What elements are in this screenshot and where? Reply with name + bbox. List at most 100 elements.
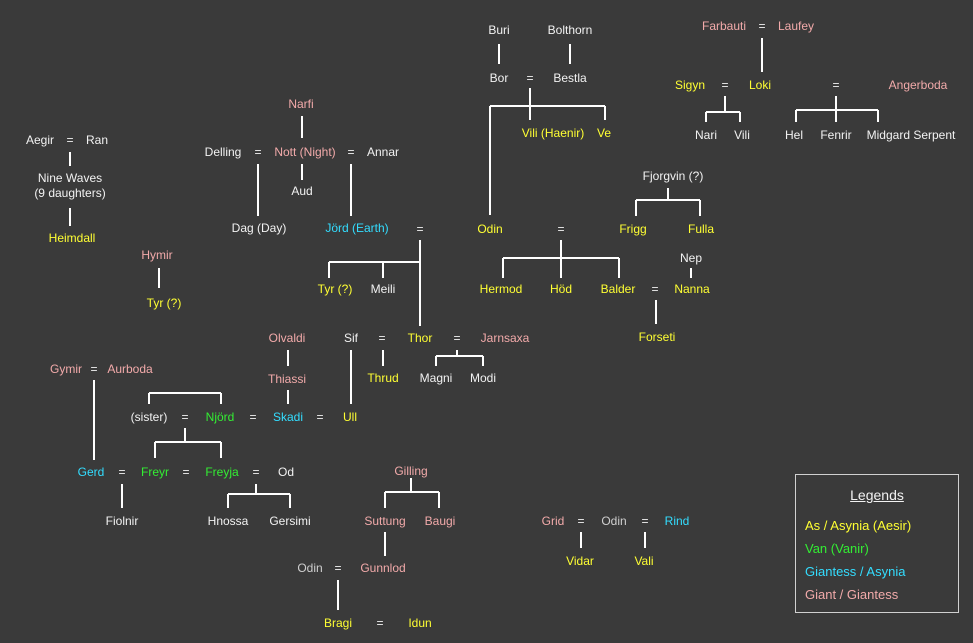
node-nep: Nep — [679, 251, 703, 265]
node-aud: Aud — [291, 184, 313, 198]
node-olvaldi: Olvaldi — [268, 331, 306, 345]
equals-sign: = — [249, 410, 257, 424]
node-odin-gunnlod: Odin — [297, 561, 323, 575]
node-jord: Jörd (Earth) — [325, 221, 389, 235]
node-farbauti: Farbauti — [701, 19, 747, 33]
node-njord: Njörd — [205, 410, 235, 424]
node-thor: Thor — [407, 331, 433, 345]
node-aegir: Aegir — [25, 133, 55, 147]
node-tyr-hymir: Tyr (?) — [146, 296, 182, 310]
node-loki: Loki — [748, 78, 772, 92]
node-thiassi: Thiassi — [267, 372, 307, 386]
node-jarnsaxa: Jarnsaxa — [480, 331, 530, 345]
equals-sign: = — [577, 514, 585, 528]
node-tyr-jord: Tyr (?) — [317, 282, 353, 296]
node-nine-daughters: (9 daughters) — [34, 186, 106, 200]
node-baugi: Baugi — [424, 514, 456, 528]
node-idun: Idun — [408, 616, 432, 630]
node-buri: Buri — [488, 23, 510, 37]
node-gersimi: Gersimi — [269, 514, 311, 528]
node-forseti: Forseti — [638, 330, 676, 344]
legend-title: Legends — [850, 487, 904, 503]
node-fulla: Fulla — [687, 222, 715, 236]
node-annar: Annar — [366, 145, 400, 159]
node-dag: Dag (Day) — [231, 221, 287, 235]
node-rind: Rind — [664, 514, 690, 528]
node-vili: Vili — [734, 128, 750, 142]
equals-sign: = — [376, 616, 384, 630]
node-gilling: Gilling — [394, 464, 428, 478]
node-laufey: Laufey — [777, 19, 815, 33]
node-balder: Balder — [600, 282, 636, 296]
node-nanna: Nanna — [674, 282, 710, 296]
equals-sign: = — [416, 222, 424, 236]
node-ve: Ve — [596, 126, 612, 140]
node-sister: (sister) — [130, 410, 168, 424]
node-vidar: Vidar — [566, 554, 594, 568]
node-fjorgvin: Fjorgvin (?) — [642, 169, 704, 183]
equals-sign: = — [347, 145, 355, 159]
equals-sign: = — [254, 145, 262, 159]
node-gerd: Gerd — [77, 465, 105, 479]
equals-sign: = — [252, 465, 260, 479]
node-frigg: Frigg — [619, 222, 647, 236]
node-gymir: Gymir — [50, 362, 82, 376]
equals-sign: = — [90, 362, 98, 376]
node-midgard-serpent: Midgard Serpent — [866, 128, 956, 142]
node-thrud: Thrud — [367, 371, 399, 385]
equals-sign: = — [641, 514, 649, 528]
node-odin-grid: Odin — [601, 514, 627, 528]
legend-item-vanir: Van (Vanir) — [805, 541, 869, 556]
equals-sign: = — [651, 282, 659, 296]
equals-sign: = — [334, 561, 342, 575]
legend-item-giant: Giant / Giantess — [805, 587, 899, 602]
node-bor: Bor — [489, 71, 509, 85]
node-nott: Nott (Night) — [274, 145, 336, 159]
equals-sign: = — [182, 465, 190, 479]
node-nari: Nari — [694, 128, 718, 142]
node-odin: Odin — [477, 222, 503, 236]
node-delling: Delling — [204, 145, 242, 159]
equals-sign: = — [118, 465, 126, 479]
node-hel: Hel — [784, 128, 804, 142]
node-hnossa: Hnossa — [207, 514, 249, 528]
node-ull: Ull — [343, 410, 357, 424]
equals-sign: = — [758, 19, 766, 33]
equals-sign: = — [557, 222, 565, 236]
equals-sign: = — [378, 331, 386, 345]
legend-item-aesir: As / Asynia (Aesir) — [805, 518, 912, 533]
node-sigyn: Sigyn — [674, 78, 706, 92]
node-ran: Ran — [85, 133, 109, 147]
node-freyja: Freyja — [205, 465, 239, 479]
node-suttung: Suttung — [364, 514, 406, 528]
node-heimdall: Heimdall — [48, 231, 96, 245]
equals-sign: = — [526, 71, 534, 85]
node-nine-waves: Nine Waves — [37, 171, 103, 185]
equals-sign: = — [453, 331, 461, 345]
equals-sign: = — [66, 133, 74, 147]
equals-sign: = — [316, 410, 324, 424]
node-grid: Grid — [541, 514, 565, 528]
node-modi: Modi — [469, 371, 497, 385]
equals-sign: = — [721, 78, 729, 92]
node-meili: Meili — [370, 282, 396, 296]
node-aurboda: Aurboda — [107, 362, 153, 376]
node-skadi: Skadi — [272, 410, 304, 424]
node-hymir: Hymir — [141, 248, 173, 262]
node-fiolnir: Fiolnir — [105, 514, 139, 528]
node-freyr: Freyr — [141, 465, 169, 479]
node-fenrir: Fenrir — [820, 128, 852, 142]
node-vili-haenir: Vili (Haenir) — [521, 126, 585, 140]
legend-box: Legends As / Asynia (Aesir) Van (Vanir) … — [795, 474, 959, 613]
node-bestla: Bestla — [553, 71, 587, 85]
node-narfi: Narfi — [288, 97, 314, 111]
node-angerboda: Angerboda — [888, 78, 948, 92]
node-bolthorn: Bolthorn — [547, 23, 593, 37]
node-hod: Höd — [549, 282, 573, 296]
node-vali: Vali — [634, 554, 654, 568]
node-magni: Magni — [419, 371, 453, 385]
node-hermod: Hermod — [479, 282, 523, 296]
node-gunnlod: Gunnlod — [360, 561, 406, 575]
node-bragi: Bragi — [323, 616, 353, 630]
